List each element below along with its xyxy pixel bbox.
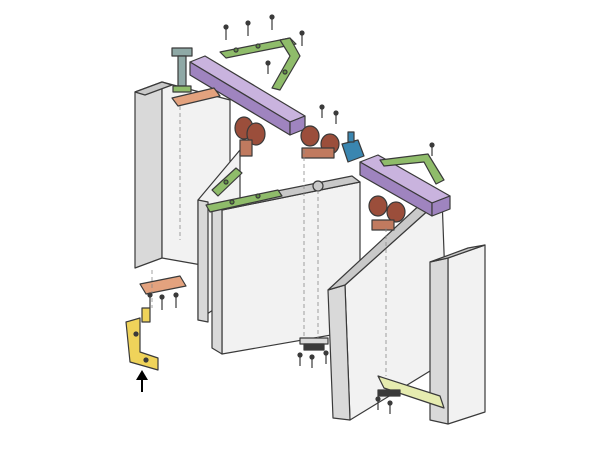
floor-pivot-bracket [125,307,159,371]
panel-farright-face [447,244,486,425]
panel-midleft-edge [197,199,209,323]
hinge-mid-left [211,167,243,197]
pivot-hole [312,180,324,192]
panel-left-top [134,81,173,96]
panel-left-edge [134,81,163,269]
screw-set [147,14,435,414]
bottom-pivot-plate [139,275,187,295]
floor-guide-center [299,337,329,351]
roller-carriage-right [368,195,406,231]
door-panel-right [327,197,449,421]
track-right-end [431,195,451,217]
hinge-top-left [219,37,297,59]
panel-center-edge [211,203,223,355]
roller-carriage-center [300,125,340,159]
top-pivot-plate [171,87,221,107]
floor-guide-right [377,375,445,409]
pivot-top-left [171,47,193,93]
hinge-right-top [379,153,445,185]
hinge-mid-center [205,189,283,213]
top-track-left [189,55,306,136]
roller-carriage-left [234,116,266,157]
door-panel-far-right [429,244,486,425]
top-track-right [359,154,451,217]
up-arrow-icon [136,370,148,392]
hinge-top-right [271,37,301,91]
pivot-top-right [341,131,365,163]
panel-farright-top [429,244,486,263]
